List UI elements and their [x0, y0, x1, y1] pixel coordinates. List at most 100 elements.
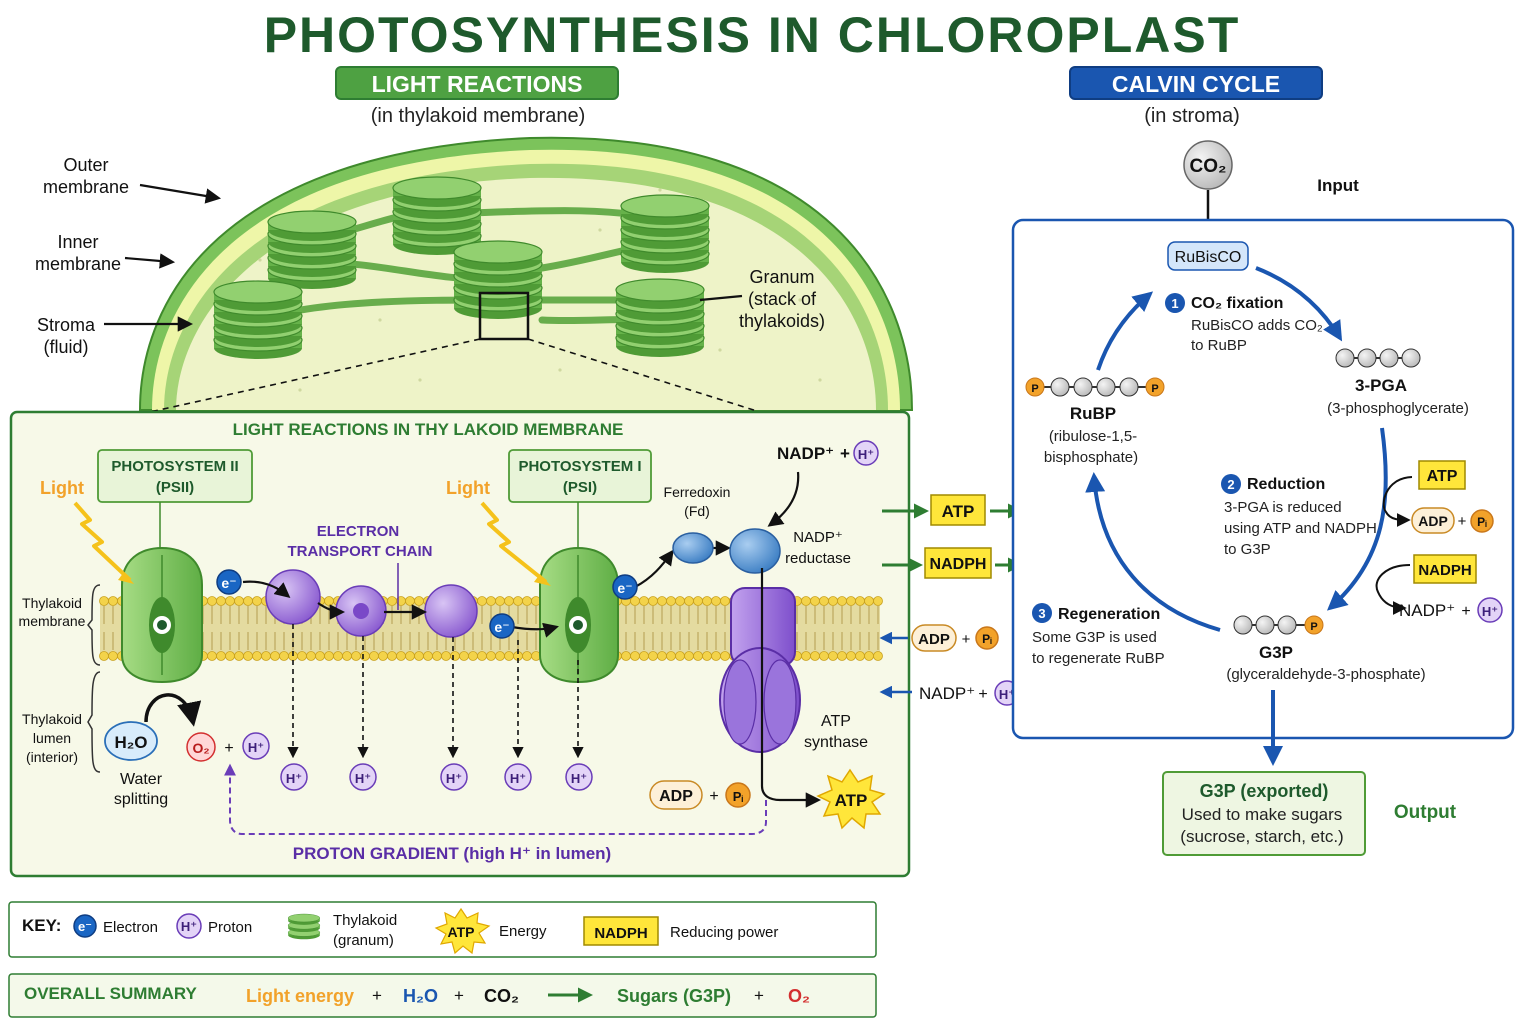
stroma-label-1: Stroma [37, 315, 96, 335]
calvin-cycle-title: CALVIN CYCLE [1112, 71, 1280, 97]
photosystem-i [539, 546, 619, 684]
light-reactions-subtitle: (in thylakoid membrane) [371, 105, 586, 127]
summary-light-energy: Light energy [246, 986, 354, 1006]
svg-text:ADP: ADP [1418, 513, 1448, 529]
outer-membrane-label-2: membrane [43, 177, 129, 197]
light-reactions-banner [335, 66, 619, 100]
granum-label-1: Granum [749, 267, 814, 287]
ferredoxin [672, 532, 714, 564]
step2-text-3: to G3P [1224, 541, 1271, 558]
atp-calvin-label: ATP [1427, 468, 1458, 485]
adp-connector: ADP [911, 624, 957, 652]
g3p-molecule [1233, 615, 1324, 635]
step1-number: 1 [1171, 296, 1178, 311]
nadph-calvin [1413, 554, 1477, 584]
light-label-psii: Light [40, 478, 84, 498]
step3-badge [1032, 603, 1052, 623]
g3p-export-text-2: (sucrose, starch, etc.) [1180, 827, 1343, 846]
etc-label-2: TRANSPORT CHAIN [288, 543, 433, 560]
svg-text:H⁺: H⁺ [1482, 604, 1498, 619]
photosystem-ii [121, 546, 203, 684]
svg-text:ADP: ADP [659, 788, 693, 805]
summary-plus-2: + [454, 986, 464, 1005]
svg-text:ATP: ATP [448, 924, 475, 940]
adp-plus-panel: + [709, 788, 718, 805]
thylakoid-lumen-label-1: Thylakoid [22, 711, 82, 727]
summary-plus-3: + [754, 986, 764, 1005]
svg-text:e⁻: e⁻ [494, 619, 509, 635]
step2-number: 2 [1227, 477, 1234, 492]
etc-carrier-1 [265, 569, 321, 625]
key-thylakoid-2: (granum) [333, 932, 394, 949]
etc-carrier-3 [424, 584, 478, 638]
atp-connector [930, 494, 986, 526]
thylakoid-lumen-label-3: (interior) [26, 749, 78, 765]
g3p-export-box [1162, 771, 1366, 856]
summary-plus-1: + [372, 986, 382, 1005]
step2-text-1: 3-PGA is reduced [1224, 499, 1342, 516]
psii-label-1: PHOTOSYSTEM II [111, 458, 238, 475]
adp-calvin: ADP [1411, 507, 1455, 534]
key-nadph-icon [583, 916, 659, 946]
svg-text:H⁺: H⁺ [510, 771, 526, 786]
svg-text:e⁻: e⁻ [617, 580, 632, 596]
electron-badge-3: e⁻ [612, 574, 638, 600]
svg-text:ATP: ATP [835, 791, 868, 810]
nadph-calvin-label: NADPH [1418, 562, 1471, 579]
key-electron: Electron [103, 919, 158, 936]
step3-text-2: to regenerate RuBP [1032, 650, 1165, 667]
ferredoxin-label-2: (Fd) [684, 503, 710, 519]
etc-label-1: ELECTRON [317, 523, 400, 540]
atp-synthase [719, 587, 801, 753]
page-title: PHOTOSYNTHESIS IN CHLOROPLAST [264, 7, 1241, 63]
panel-title: LIGHT REACTIONS IN THY LAKOID MEMBRANE [233, 420, 624, 439]
pi-badge-panel: Pᵢ [725, 782, 751, 808]
key-electron-icon: e⁻ [73, 914, 97, 938]
nadp-input-nadp: NADP⁺ [777, 444, 834, 463]
step2-title: Reduction [1247, 476, 1325, 493]
zoom-box [478, 291, 530, 341]
svg-text:H⁺: H⁺ [355, 771, 371, 786]
light-bolt-psii [73, 501, 132, 582]
light-reactions-title: LIGHT REACTIONS [372, 71, 583, 97]
stroma-label-2: (fluid) [43, 337, 88, 357]
svg-text:e⁻: e⁻ [78, 919, 92, 934]
svg-text:e⁻: e⁻ [221, 575, 236, 591]
outer-membrane-label-1: Outer [63, 155, 108, 175]
nadp-reductase [729, 528, 781, 574]
rubp-full-1: (ribulose-1,5- [1049, 428, 1137, 445]
output-label: Output [1394, 802, 1457, 823]
step3-text-1: Some G3P is used [1032, 629, 1157, 646]
pi-calvin: Pᵢ [1470, 509, 1494, 533]
proton-lumen-1: H⁺ [280, 763, 308, 791]
proton-lumen-2: H⁺ [349, 763, 377, 791]
thylakoid-membrane-label-2: membrane [19, 613, 86, 629]
rubp-molecule [1025, 377, 1165, 397]
svg-text:Pᵢ: Pᵢ [982, 632, 992, 646]
key-energy: Energy [499, 923, 547, 940]
svg-text:H⁺: H⁺ [181, 919, 197, 934]
thylakoid-lumen-label-2: lumen [33, 730, 71, 746]
granum-label-3: thylakoids) [739, 311, 825, 331]
pi-connector: Pᵢ [975, 626, 999, 650]
adp-connector-plus: + [962, 631, 971, 648]
step3-title: Regeneration [1058, 606, 1160, 623]
inner-membrane-label-2: membrane [35, 254, 121, 274]
electron-badge-1: e⁻ [216, 569, 242, 595]
key-nadph-sym: NADPH [594, 925, 647, 942]
svg-text:ADP: ADP [918, 631, 950, 648]
light-label-psi: Light [446, 478, 490, 498]
step1-title: CO₂ fixation [1191, 295, 1283, 312]
psi-label-1: PHOTOSYSTEM I [518, 458, 641, 475]
calvin-cycle-subtitle: (in stroma) [1144, 105, 1240, 127]
svg-text:H⁺: H⁺ [286, 771, 302, 786]
proton-lumen-5: H⁺ [565, 763, 593, 791]
nadp-reductase-label-1: NADP⁺ [793, 529, 843, 546]
svg-text:H⁺: H⁺ [446, 771, 462, 786]
pga-name: 3-PGA [1355, 376, 1407, 395]
water-splitting-label-2: splitting [114, 791, 168, 808]
svg-text:H₂O: H₂O [114, 733, 147, 752]
calvin-cycle-banner [1069, 66, 1323, 100]
key-reducing: Reducing power [670, 924, 778, 941]
